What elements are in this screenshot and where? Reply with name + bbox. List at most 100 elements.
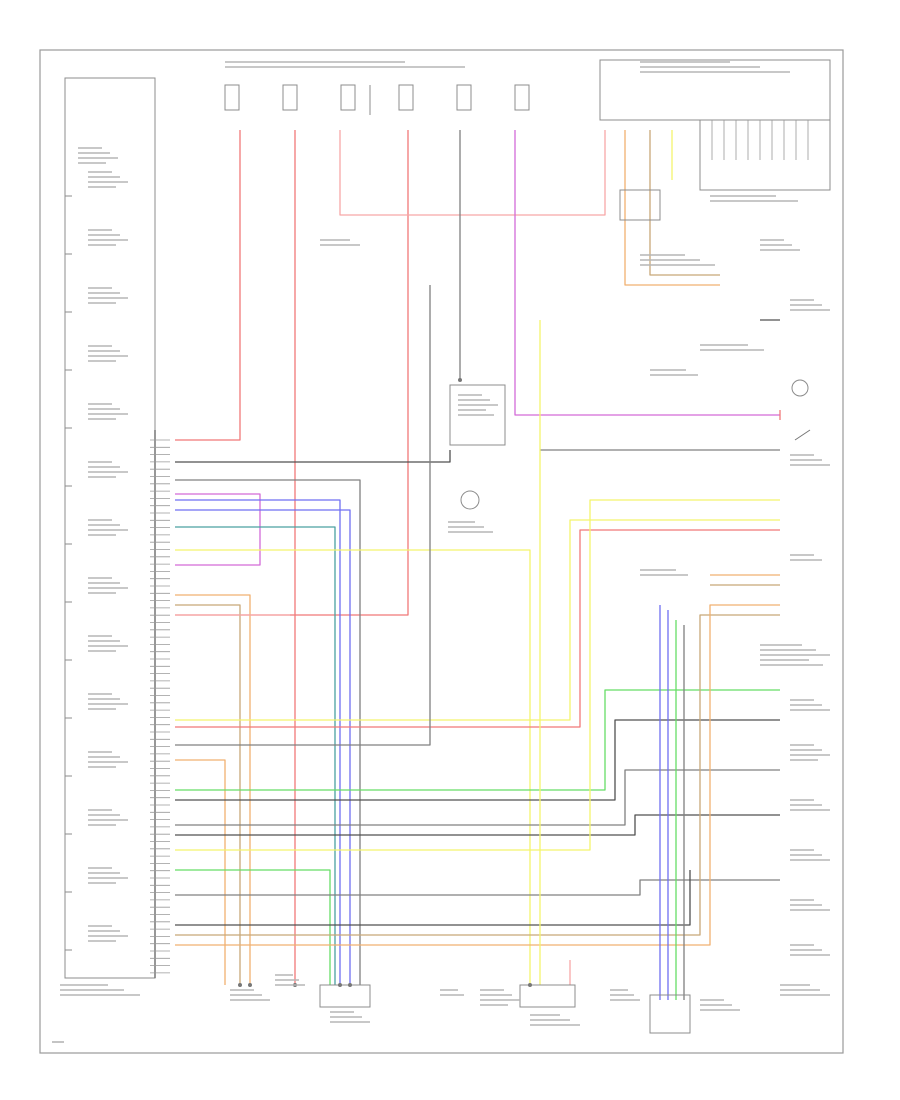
- wire-green-1: [175, 689, 780, 791]
- module-block-label-2: [88, 287, 128, 304]
- module-block-label-0: [88, 171, 128, 188]
- fuse-4: [456, 84, 472, 111]
- right-label-k: [790, 744, 830, 761]
- wires: [175, 130, 781, 1000]
- wire-blue-1: [175, 499, 341, 985]
- module-block-label-11: [88, 809, 128, 826]
- wire-tan-1: [175, 604, 241, 985]
- wire-gray-2: [175, 479, 361, 985]
- right-label-m: [790, 849, 830, 861]
- module-block-label-13: [88, 925, 128, 942]
- wire-orange-top: [624, 130, 720, 286]
- control-module-outline: [64, 77, 156, 979]
- module-header-label: [78, 147, 118, 164]
- wire-orange-1: [175, 594, 251, 985]
- module-block-label-4: [88, 403, 128, 420]
- bottom-label-7: [610, 989, 640, 1001]
- module-block-label-1: [88, 229, 128, 246]
- wire-orange-3: [175, 604, 780, 946]
- wire-dark-3: [175, 814, 780, 836]
- center-sensor-label: [448, 521, 493, 533]
- center-sensor: [460, 490, 480, 510]
- wire-magenta-loop: [175, 493, 261, 566]
- wire-gray-3: [175, 285, 431, 746]
- module-block-label-5: [88, 461, 128, 478]
- right-label-c: [790, 299, 830, 311]
- fuse-panel-lower-right: [699, 119, 831, 191]
- wire-dark-1: [175, 450, 451, 463]
- wire-tan-top: [649, 130, 720, 276]
- fuse-panel-header: [225, 61, 465, 68]
- wire-gray-5: [175, 879, 780, 896]
- wire-pink-top: [339, 130, 606, 216]
- module-block-label-6: [88, 519, 128, 536]
- wire-yellow-2: [175, 519, 780, 721]
- center-relay-module: [449, 384, 506, 446]
- bottom-left-label: [60, 984, 140, 996]
- module-block-label-8: [88, 635, 128, 652]
- wire-yellow-1: [175, 549, 531, 985]
- module-block-label-9: [88, 693, 128, 710]
- wire-dark-4: [175, 870, 691, 926]
- lower-left-connector: [319, 984, 371, 1008]
- wire-orange-2: [175, 759, 226, 985]
- center-relay-label: [458, 394, 498, 416]
- wire-dark-2: [175, 719, 780, 801]
- lower-center-connector: [519, 984, 576, 1008]
- module-block-label-7: [88, 577, 128, 594]
- right-label-l: [790, 799, 830, 811]
- switch-blade: [794, 429, 811, 441]
- diagram-frame: [39, 49, 844, 1054]
- right-label-o: [790, 944, 830, 956]
- right-label-f: [790, 454, 830, 466]
- wire-yellow-3: [175, 499, 780, 851]
- splice-point-2: [348, 983, 352, 987]
- wire-red-4: [175, 529, 780, 728]
- fuse-1: [282, 84, 298, 111]
- bottom-label-5: [480, 989, 520, 1006]
- splice-point-1: [338, 983, 342, 987]
- wire-teal: [175, 526, 336, 985]
- right-label-g: [790, 554, 822, 561]
- right-label-d: [700, 344, 764, 351]
- wire-green-2: [175, 869, 331, 985]
- splice-point-6: [458, 378, 462, 382]
- junction-block-top: [619, 189, 661, 221]
- labels: [52, 61, 830, 1043]
- right-label-h: [640, 569, 688, 576]
- components: [64, 59, 831, 1034]
- wire-magenta-right: [514, 130, 780, 416]
- lower-panel-caption: [710, 195, 798, 202]
- module-block-label-10: [88, 751, 128, 768]
- bottom-label-3: [330, 1011, 370, 1023]
- right-label-b: [760, 239, 800, 251]
- right-lamp-icon: [791, 379, 809, 397]
- bottom-label-1: [230, 989, 270, 1001]
- right-label-j: [790, 699, 830, 711]
- module-block-label-12: [88, 867, 128, 884]
- right-label-e: [650, 369, 698, 376]
- lower-right-module: [649, 994, 691, 1034]
- wire-red-1: [175, 130, 241, 441]
- wire-blue-2: [175, 509, 351, 985]
- bottom-label-6: [530, 1014, 580, 1026]
- right-label-p: [780, 984, 830, 996]
- bottom-label-2: [275, 974, 305, 986]
- fuse-panel-top-right: [599, 59, 831, 121]
- fuse-2: [340, 84, 356, 111]
- right-label-a: [640, 254, 715, 266]
- right-label-i: [760, 644, 830, 666]
- bottom-label-4: [440, 989, 464, 996]
- bottom-label-8: [700, 999, 740, 1011]
- splice-point-3: [248, 983, 252, 987]
- splice-point-4: [238, 983, 242, 987]
- wire-tan-2: [175, 614, 780, 936]
- fuse-3: [398, 84, 414, 111]
- module-block-label-3: [88, 345, 128, 362]
- fuse-0: [224, 84, 240, 111]
- right-label-n: [790, 899, 830, 911]
- top-right-header: [640, 61, 790, 73]
- fuse-5: [514, 84, 530, 111]
- splice-point-5: [528, 983, 532, 987]
